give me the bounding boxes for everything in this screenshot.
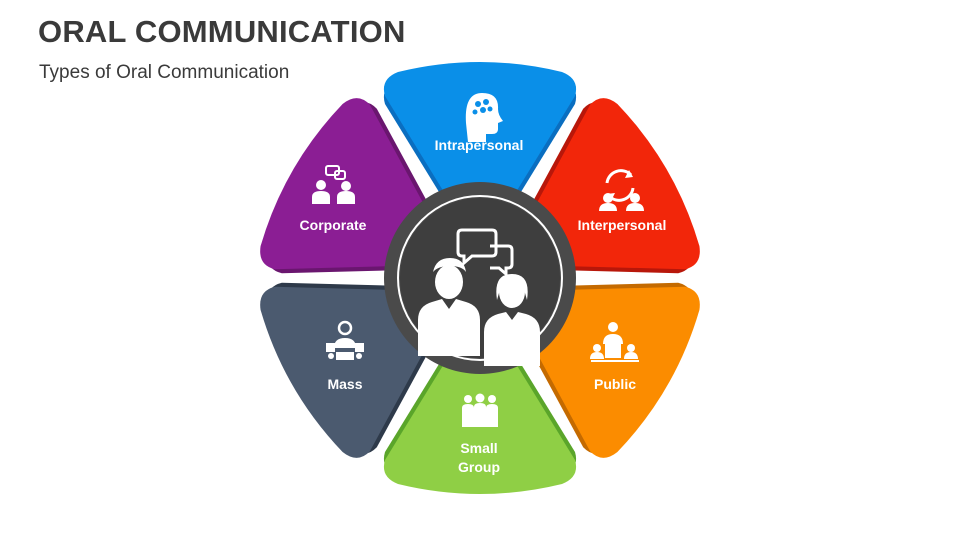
petal-label-mass: Mass	[327, 376, 362, 392]
page-subtitle: Types of Oral Communication	[39, 62, 290, 83]
page-title: ORAL COMMUNICATION	[38, 14, 406, 49]
mass-media-icon	[326, 320, 364, 360]
petal-label-public: Public	[594, 376, 636, 392]
petal-label-small-group-line2: Group	[458, 459, 500, 475]
petal-label-small-group-line1: Small	[460, 440, 497, 456]
petal-label-interpersonal: Interpersonal	[578, 217, 667, 233]
business-people-chat-icon	[312, 165, 355, 204]
petal-label-corporate: Corporate	[300, 217, 367, 233]
two-people-conversation-icon	[418, 228, 540, 366]
brain-head-icon	[465, 93, 503, 142]
group-of-people-icon	[462, 393, 498, 427]
two-people-exchange-icon	[599, 169, 644, 211]
center-inner-ring	[397, 195, 563, 361]
speaker-podium-icon	[590, 322, 639, 362]
petal-label-intrapersonal: Intrapersonal	[435, 137, 524, 153]
